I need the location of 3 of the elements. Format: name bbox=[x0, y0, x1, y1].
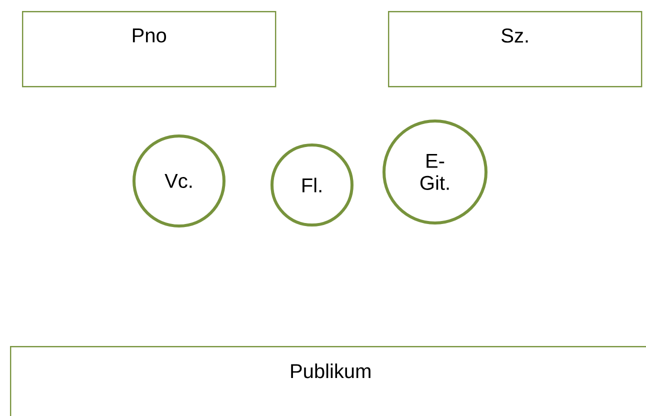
box: Publikum bbox=[10, 346, 646, 416]
box: Sz. bbox=[388, 11, 642, 88]
box: Pno bbox=[22, 11, 276, 88]
